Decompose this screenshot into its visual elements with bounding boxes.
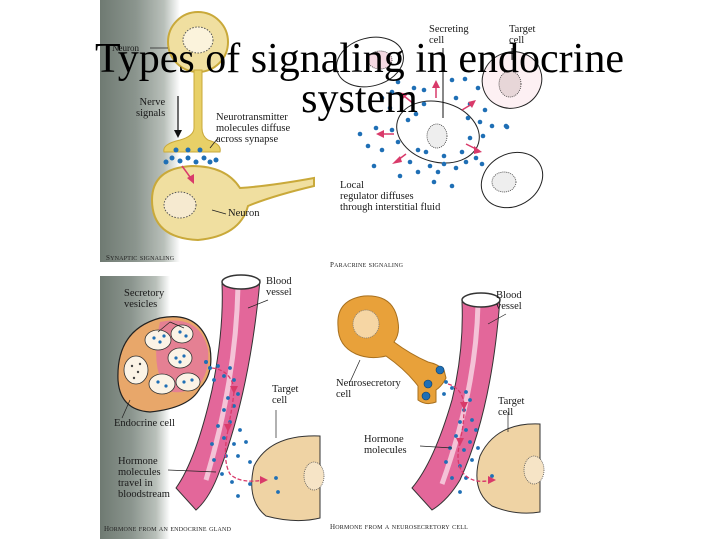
label-secretory-vesicles: Secretory vesicles bbox=[124, 288, 165, 310]
hormone-flow-arrows bbox=[447, 383, 493, 482]
local-regulator-molecules bbox=[357, 76, 510, 189]
slide-title-line-1: Types of signaling in endocrine bbox=[95, 36, 624, 82]
blood-vessel-opening bbox=[461, 292, 501, 308]
label-neuron-top: Neuron bbox=[112, 43, 139, 53]
axon bbox=[163, 69, 221, 153]
caption-neurosecretory: Hormone from a neurosecretory cell bbox=[330, 521, 468, 532]
label-target-cell: Target cell bbox=[272, 384, 299, 406]
neuron-top-nucleus bbox=[182, 26, 214, 54]
label-secreting-cell: Secreting cell bbox=[429, 24, 469, 46]
slide-title-line-2: system bbox=[301, 76, 418, 122]
target-cell bbox=[476, 423, 541, 514]
synaptic-signaling-panel: Neuron Nerve signals Neurotransmitter mo… bbox=[100, 0, 320, 270]
label-blood-vessel: Blood vessel bbox=[266, 276, 292, 298]
neurotransmitter-molecules bbox=[163, 147, 219, 165]
blood-vessel-opening bbox=[221, 274, 261, 290]
secreting-cell-nucleus bbox=[426, 123, 448, 149]
label-endocrine-cell: Endocrine cell bbox=[114, 418, 175, 429]
label-nerve-signals: Nerve signals bbox=[136, 97, 166, 119]
label-neurotransmitter: Neurotransmitter molecules diffuse acros… bbox=[216, 112, 291, 145]
label-target-cell: Target cell bbox=[509, 24, 536, 46]
synaptic-illustration bbox=[150, 11, 315, 242]
label-hormone-molecules: Hormone molecules bbox=[364, 434, 407, 456]
neurosecretory-illustration bbox=[337, 292, 545, 514]
paracrine-illustration bbox=[336, 36, 544, 209]
hormone-molecules bbox=[442, 380, 494, 494]
blood-vessel bbox=[411, 297, 501, 511]
neurosecretory-vesicles bbox=[421, 365, 445, 401]
caption-endocrine-gland: Hormone from an endocrine gland bbox=[104, 523, 232, 534]
endocrine-gland-panel: Secretory vesicles Blood vessel Endocrin… bbox=[100, 270, 325, 539]
label-local-regulator: Local regulator diffuses through interst… bbox=[340, 180, 441, 213]
label-neurosecretory-cell: Neurosecretory cell bbox=[336, 378, 401, 400]
label-hormone-molecules: Hormone molecules travel in bloodstream bbox=[118, 456, 170, 500]
label-target-cell: Target cell bbox=[498, 396, 525, 418]
label-neuron-bottom: Neuron bbox=[228, 208, 260, 219]
neuron-bottom-nucleus bbox=[163, 191, 197, 219]
diffusion-arrows bbox=[376, 80, 482, 164]
paracrine-signaling-panel: Secreting cell Target cell Local regulat… bbox=[320, 0, 544, 270]
endocrine-gland-illustration bbox=[117, 274, 325, 522]
caption-synaptic: Synaptic signaling bbox=[106, 252, 175, 263]
blood-vessel bbox=[175, 279, 261, 511]
neurosecretory-panel: Blood vessel Neurosecretory cell Target … bbox=[320, 270, 545, 539]
caption-paracrine: Paracrine signaling bbox=[330, 259, 404, 270]
label-blood-vessel: Blood vessel bbox=[496, 290, 522, 312]
slide-title: Types of signaling in endocrine system bbox=[0, 36, 719, 122]
neuron-bottom-body bbox=[150, 164, 315, 242]
target-cell bbox=[251, 435, 321, 522]
secretory-vesicles bbox=[123, 324, 201, 395]
